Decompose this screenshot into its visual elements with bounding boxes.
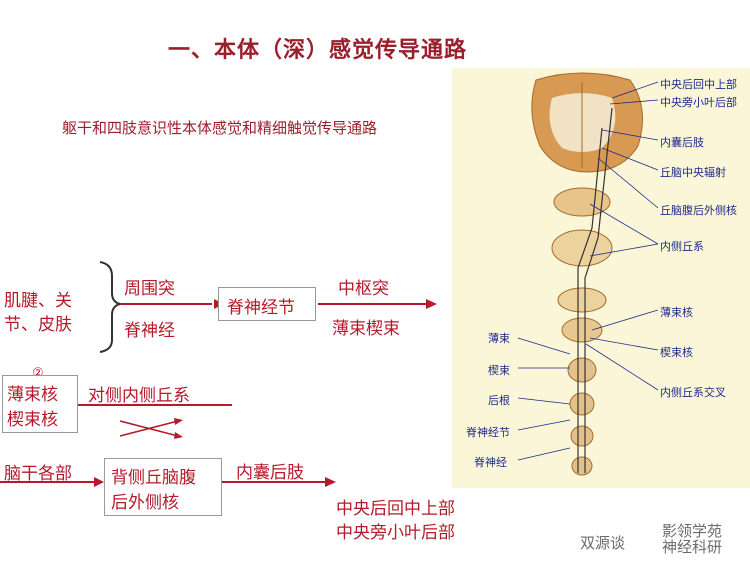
cross-arrow-1: [174, 432, 183, 439]
neuron-number: ②: [32, 366, 44, 381]
internal-capsule-label: 内囊后肢: [236, 463, 304, 483]
spinal-ganglion-label: 脊神经节: [227, 298, 295, 318]
page-title: 一、本体（深）感觉传导通路: [168, 38, 468, 63]
spinal-ganglion-box: 脊神经节: [218, 287, 316, 321]
label-medial-lemniscus: 内侧丘系: [660, 240, 704, 253]
label-paracentral-lobule: 中央旁小叶后部: [660, 96, 737, 109]
spinal-segment-1: [567, 357, 597, 383]
medulla-slice-2: [561, 317, 603, 343]
cross-arrow-2: [174, 418, 183, 425]
nuclei-box: 薄束核 楔束核: [2, 375, 78, 433]
spinal-segment-2: [569, 392, 595, 416]
row3-arrow-b: [325, 477, 336, 487]
label-spinal-nerve: 脊神经: [474, 456, 507, 469]
gracile-nucleus-label: 薄束核: [7, 385, 58, 405]
watermark-tagline: 神经科研: [662, 538, 723, 556]
label-lemniscal-decussation: 内侧丘系交叉: [660, 386, 726, 399]
label-cuneate-nucleus: 楔束核: [660, 346, 693, 359]
label-fasciculus-cuneatus: 楔束: [488, 364, 510, 377]
label-postcentral-gyrus: 中央后回中上部: [660, 78, 737, 91]
label-vpl-nucleus: 丘脑腹后外侧核: [660, 204, 737, 217]
brainstem-label: 脑干各部: [4, 464, 72, 484]
medulla-slice-1: [557, 287, 607, 313]
row3-arrow-a: [94, 477, 104, 487]
central-process-label: 中枢突: [338, 279, 389, 299]
label-spinal-ganglion: 脊神经节: [466, 426, 510, 439]
cross-line-2: [119, 420, 179, 437]
spinal-segment-4: [571, 456, 593, 476]
subtitle: 躯干和四肢意识性本体感觉和精细触觉传导通路: [62, 119, 378, 137]
peripheral-process-label: 周围突: [124, 279, 175, 299]
anatomy-illustration: [517, 72, 659, 476]
receptor-line-2: 节、皮肤: [4, 315, 72, 335]
lemniscus-label: 对侧内侧丘系: [88, 386, 190, 406]
label-thalamic-radiation: 丘脑中央辐射: [660, 166, 726, 179]
label-dorsal-root: 后根: [488, 394, 510, 407]
label-gracile-nucleus: 薄束核: [660, 306, 693, 319]
spinal-nerve-label: 脊神经: [124, 321, 175, 341]
watermark-brand: 影领学苑: [662, 522, 723, 540]
receptor-line-1: 肌腱、关: [4, 291, 72, 311]
row1-arrow-b: [426, 299, 437, 309]
tracts-label: 薄束楔束: [332, 319, 400, 339]
cortex-line-2: 中央旁小叶后部: [336, 523, 455, 543]
thalamus-box: 背侧丘脑腹 后外侧核: [104, 458, 222, 516]
thalamus-line-2: 后外侧核: [111, 493, 179, 513]
thalamus-line-1: 背侧丘脑腹: [111, 468, 196, 488]
cortex-line-1: 中央后回中上部: [336, 499, 455, 519]
cuneate-nucleus-label: 楔束核: [7, 410, 58, 430]
midbrain-slice: [553, 187, 611, 217]
brace: [99, 261, 121, 353]
label-fasciculus-gracilis: 薄束: [488, 332, 510, 345]
label-internal-capsule: 内囊后肢: [660, 136, 704, 149]
spinal-segment-3: [570, 425, 594, 447]
pons-slice: [551, 229, 613, 267]
watermark-source: 双源谈: [580, 534, 626, 552]
